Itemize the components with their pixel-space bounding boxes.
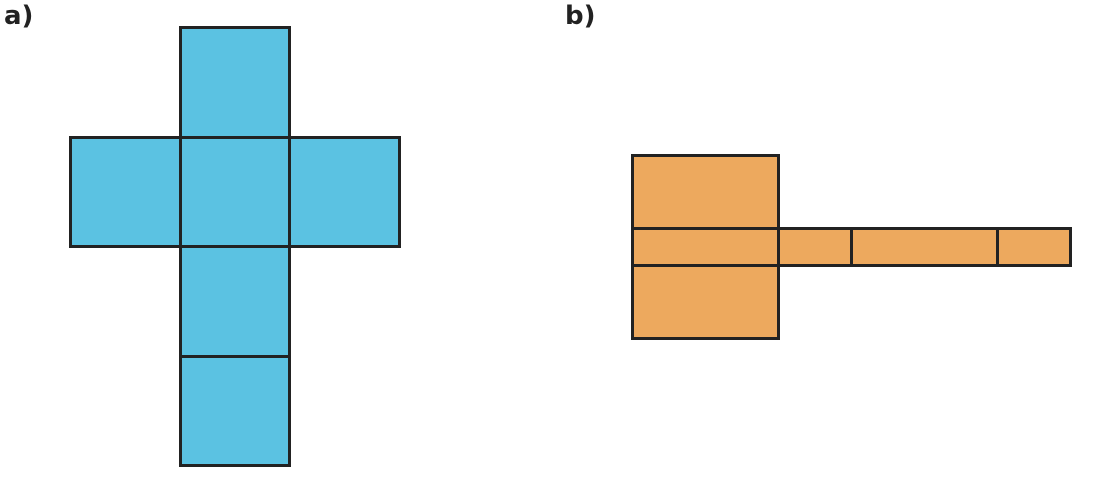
net-a-cube bbox=[69, 26, 401, 467]
net-a-face-top bbox=[179, 26, 291, 139]
net-b-face-strip-1 bbox=[777, 227, 853, 267]
net-a-face-below bbox=[179, 245, 291, 358]
net-b-face-strip-3 bbox=[996, 227, 1072, 267]
figure-label-b: b) bbox=[565, 1, 596, 31]
net-a-face-bottom bbox=[179, 355, 291, 467]
net-b-face-middle bbox=[631, 227, 780, 267]
net-b-face-bottom bbox=[631, 264, 780, 340]
figure-label-a: a) bbox=[4, 1, 34, 31]
net-a-face-center bbox=[179, 136, 291, 248]
net-b-cuboid bbox=[631, 154, 1072, 340]
net-a-face-left bbox=[69, 136, 182, 248]
net-a-face-right bbox=[288, 136, 401, 248]
net-b-face-strip-2 bbox=[850, 227, 999, 267]
net-b-face-top bbox=[631, 154, 780, 230]
